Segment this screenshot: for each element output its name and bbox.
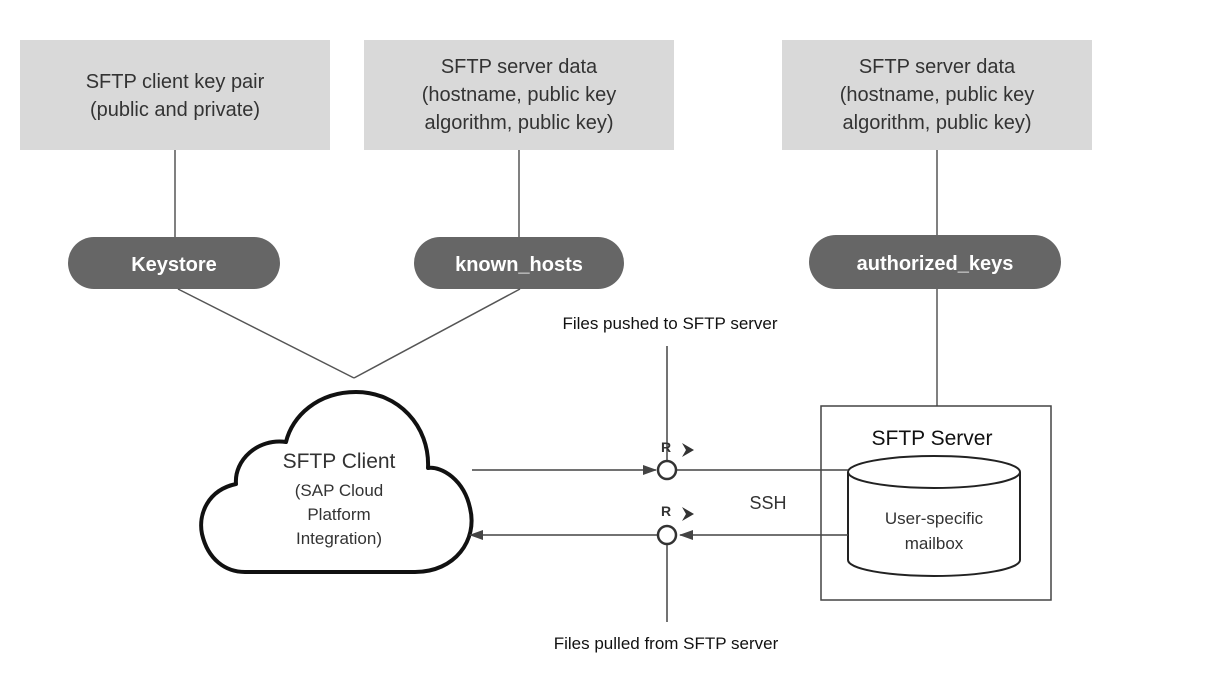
pull-receiver-node <box>656 524 678 546</box>
client-subtitle-line-3: Integration) <box>296 529 382 548</box>
server-title: SFTP Server <box>872 427 993 450</box>
known-hosts-pill: known_hosts <box>414 237 624 289</box>
authorized-keys-label: authorized_keys <box>857 253 1014 275</box>
server-data-box-authorized-keys: SFTP server data (hostname, public key a… <box>782 40 1092 150</box>
known-hosts-label: known_hosts <box>455 254 583 276</box>
push-receiver-node <box>656 459 678 481</box>
server-data-2-line-2: (hostname, public key <box>840 84 1035 106</box>
server-data-1-line-1: SFTP server data <box>441 56 598 78</box>
server-data-1-line-3: algorithm, public key) <box>425 112 614 134</box>
authorized-keys-pill: authorized_keys <box>809 235 1061 289</box>
mailbox-line-1: User-specific <box>885 509 984 528</box>
box-to-pill-connectors <box>174 150 938 406</box>
ssh-label: SSH <box>749 493 786 513</box>
client-subtitle-line-2: Platform <box>307 505 370 524</box>
push-flow: R <box>472 346 848 481</box>
client-title: SFTP Client <box>283 450 396 473</box>
mailbox-cylinder: User-specific mailbox <box>847 455 1021 577</box>
push-receiver-label: R <box>661 439 671 455</box>
server-data-box-known-hosts: SFTP server data (hostname, public key a… <box>364 40 674 150</box>
server-data-1-line-2: (hostname, public key <box>422 84 617 106</box>
client-subtitle-line-1: (SAP Cloud <box>295 481 384 500</box>
pull-flow: R <box>469 503 848 622</box>
pills-to-client-connector <box>177 288 521 379</box>
files-pushed-label: Files pushed to SFTP server <box>562 314 777 333</box>
server-data-2-line-3: algorithm, public key) <box>843 112 1032 134</box>
pull-receiver-label: R <box>661 503 671 519</box>
client-keypair-box: SFTP client key pair (public and private… <box>20 40 330 150</box>
client-keypair-line-1: SFTP client key pair <box>86 71 265 93</box>
server-data-2-line-1: SFTP server data <box>859 56 1016 78</box>
mailbox-line-2: mailbox <box>905 534 964 553</box>
keystore-label: Keystore <box>131 254 217 276</box>
sftp-client-cloud: SFTP Client (SAP Cloud Platform Integrat… <box>199 390 474 574</box>
files-pulled-label: Files pulled from SFTP server <box>554 634 779 653</box>
client-keypair-line-2: (public and private) <box>90 99 260 121</box>
keystore-pill: Keystore <box>68 237 280 289</box>
pull-direction-chevron <box>682 507 694 521</box>
push-direction-chevron <box>682 443 694 457</box>
